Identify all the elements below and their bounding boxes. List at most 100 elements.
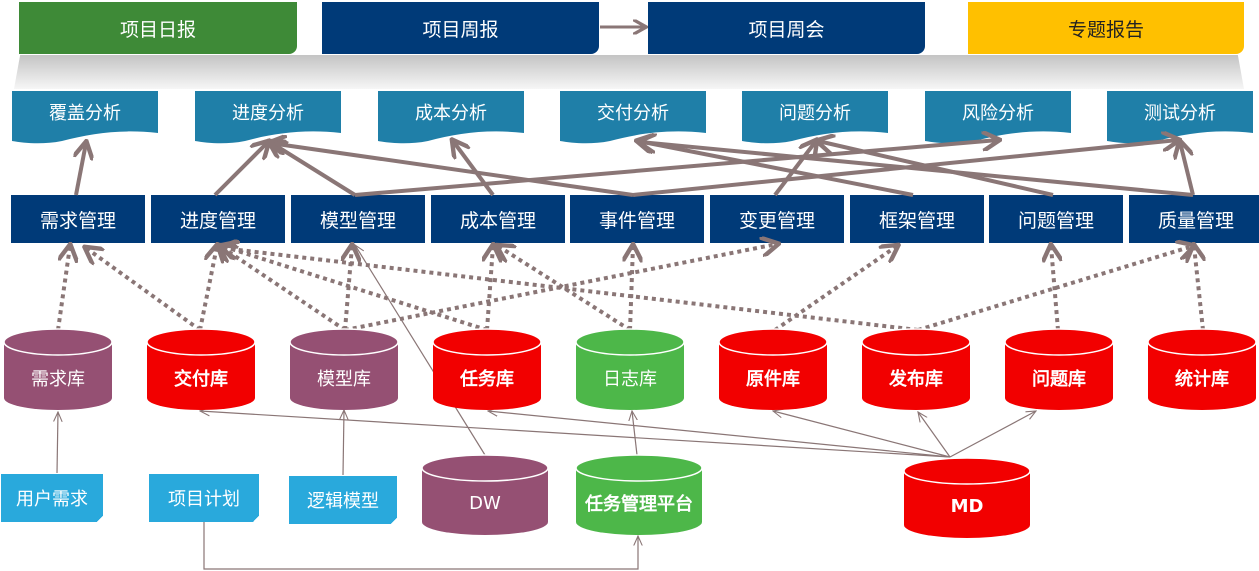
analysis-progress[interactable]: 进度分析	[195, 91, 341, 145]
repo-label: 日志库	[603, 369, 657, 390]
mgmt-issue[interactable]: 问题管理	[989, 195, 1123, 243]
analysis-label: 测试分析	[1144, 103, 1216, 124]
arrow-line	[818, 141, 1054, 197]
arrow-line	[198, 246, 217, 331]
arrow-line	[222, 246, 488, 332]
tab-label: 项目周报	[422, 18, 499, 41]
tab-weekly-meeting[interactable]: 项目周会	[648, 2, 925, 54]
database-cylinder-icon	[903, 457, 1031, 538]
arrow-line	[773, 141, 816, 197]
arrow-line	[773, 246, 897, 332]
source-project-plan[interactable]: 项目计划	[149, 474, 259, 522]
arrow-line	[270, 143, 634, 197]
tab-label: 项目日报	[119, 18, 196, 41]
platform-md[interactable]: MD	[903, 457, 1031, 539]
mgmt-event[interactable]: 事件管理	[570, 195, 704, 243]
arrow-line	[76, 143, 86, 196]
analysis-label: 风险分析	[962, 103, 1034, 124]
database-cylinder-icon	[432, 328, 542, 410]
database-cylinder-icon	[861, 328, 971, 410]
document-shape-icon	[12, 91, 158, 144]
arrow-line	[220, 246, 347, 332]
repo-issue[interactable]: 问题库	[1004, 328, 1114, 410]
repo-to-mgmt-arrows	[56, 244, 1203, 332]
mgmt-label: 进度管理	[179, 209, 256, 232]
mgmt-quality[interactable]: 质量管理	[1129, 195, 1259, 243]
repo-label: 发布库	[889, 369, 943, 390]
mgmt-label: 框架管理	[878, 209, 955, 232]
mgmt-requirements[interactable]: 需求管理	[11, 195, 145, 243]
repo-log[interactable]: 日志库	[575, 328, 685, 410]
analysis-cost[interactable]: 成本分析	[378, 91, 524, 145]
analysis-testing[interactable]: 测试分析	[1107, 91, 1253, 145]
mgmt-framework[interactable]: 框架管理	[850, 195, 984, 243]
repo-label: 任务库	[460, 369, 514, 390]
database-cylinder-icon	[1004, 328, 1114, 410]
repo-label: 问题库	[1032, 369, 1086, 390]
analysis-risk[interactable]: 风险分析	[925, 91, 1071, 145]
arrow-line	[56, 246, 70, 331]
document-shape-icon	[195, 91, 341, 144]
arrow-line	[488, 411, 951, 458]
arrow-line	[344, 244, 777, 332]
mgmt-to-analysis-arrows	[76, 140, 1195, 197]
repo-statistics[interactable]: 统计库	[1147, 328, 1257, 410]
source-logical-model[interactable]: 逻辑模型	[289, 476, 397, 524]
repo-label: 交付库	[174, 369, 228, 390]
database-cylinder-icon	[575, 328, 685, 410]
analysis-label: 成本分析	[415, 103, 487, 124]
mgmt-label: 事件管理	[598, 209, 675, 232]
repo-delivery[interactable]: 交付库	[146, 328, 256, 410]
tab-special-report[interactable]: 专题报告	[968, 2, 1244, 54]
arrow-line	[498, 246, 632, 332]
document-shape-icon	[560, 91, 706, 144]
arrow-line	[57, 412, 58, 474]
arrow-line	[949, 411, 1036, 458]
repo-label: 模型库	[317, 369, 371, 390]
mgmt-cost[interactable]: 成本管理	[431, 195, 565, 243]
tab-daily-report[interactable]: 项目日报	[19, 2, 297, 54]
arrow-line	[630, 246, 633, 331]
mgmt-label: 成本管理	[459, 209, 536, 232]
source-label: 项目计划	[168, 489, 240, 510]
arrow-line	[1180, 142, 1195, 196]
repo-source-artifacts[interactable]: 原件库	[718, 328, 828, 410]
arrow-line	[200, 411, 951, 458]
repo-task[interactable]: 任务库	[432, 328, 542, 410]
page-fold-icon	[391, 518, 397, 524]
arrow-line	[632, 411, 637, 456]
arrow-line	[453, 141, 495, 197]
database-cylinder-icon	[718, 328, 828, 410]
arrow-line	[638, 141, 914, 197]
database-cylinder-icon	[575, 454, 703, 535]
arrow-line	[203, 522, 638, 570]
platform-dw[interactable]: DW	[421, 454, 549, 536]
mgmt-model[interactable]: 模型管理	[291, 195, 425, 243]
document-shape-icon	[1107, 91, 1253, 144]
analysis-label: 覆盖分析	[49, 103, 121, 124]
repo-release[interactable]: 发布库	[861, 328, 971, 410]
mgmt-progress[interactable]: 进度管理	[151, 195, 285, 243]
arrow-line	[1051, 246, 1058, 331]
repo-label: 统计库	[1175, 369, 1229, 390]
mgmt-label: 问题管理	[1017, 209, 1094, 232]
analysis-label: 问题分析	[779, 103, 851, 124]
analysis-coverage[interactable]: 覆盖分析	[12, 91, 158, 145]
arrow-line	[354, 140, 998, 197]
analysis-issue[interactable]: 问题分析	[742, 91, 888, 145]
source-arrows	[57, 245, 1036, 570]
mgmt-label: 模型管理	[319, 209, 396, 232]
platform-task-management[interactable]: 任务管理平台	[575, 454, 703, 536]
repo-requirements[interactable]: 需求库	[3, 328, 113, 410]
page-fold-icon	[253, 516, 259, 522]
source-user-requirements[interactable]: 用户需求	[1, 474, 103, 522]
repo-model[interactable]: 模型库	[289, 328, 399, 410]
tab-weekly-report[interactable]: 项目周报	[322, 2, 599, 54]
document-shape-icon	[378, 91, 524, 144]
repo-label: 需求库	[31, 369, 85, 390]
analysis-delivery[interactable]: 交付分析	[560, 91, 706, 145]
platform-label: MD	[950, 495, 984, 517]
mgmt-change[interactable]: 变更管理	[710, 195, 844, 243]
analysis-label: 交付分析	[597, 103, 669, 124]
